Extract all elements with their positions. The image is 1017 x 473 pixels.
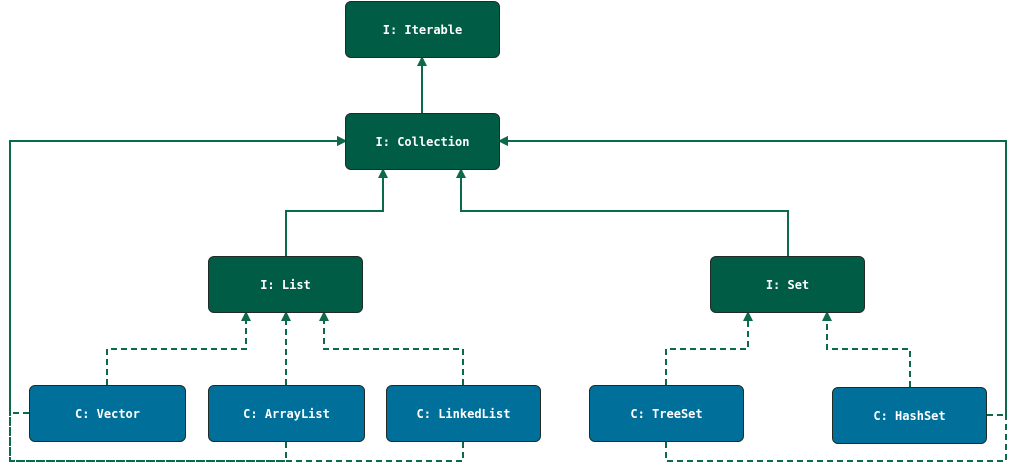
vector-class-node[interactable]: C: Vector (29, 385, 186, 442)
arraylist-class-node[interactable]: C: ArrayList (208, 385, 365, 442)
hashset-class-node[interactable]: C: HashSet (832, 387, 987, 444)
treeset-class-node[interactable]: C: TreeSet (589, 385, 744, 442)
edge-linkedlist-to-list (319, 311, 464, 385)
set-interface-node[interactable]: I: Set (710, 256, 865, 313)
vector-label: C: Vector (74, 406, 141, 421)
treeset-label: C: TreeSet (630, 406, 703, 421)
edge-hashset-to-collection (498, 136, 1007, 416)
edge-list-to-collection (285, 168, 388, 256)
linkedlist-label: C: LinkedList (416, 406, 511, 421)
edge-set-to-collection (456, 168, 789, 256)
list-label: I: List (260, 277, 311, 292)
arraylist-label: C: ArrayList (243, 406, 330, 421)
iterable-interface-node[interactable]: I: Iterable (345, 1, 500, 58)
edge-treeset-to-set (665, 311, 753, 385)
collection-interface-node[interactable]: I: Collection (345, 113, 500, 170)
edge-treeset-to-collection (498, 136, 1007, 462)
set-label: I: Set (765, 277, 810, 292)
edge-linkedlist-to-collection (9, 136, 464, 462)
edge-hashset-to-set (822, 311, 911, 387)
linkedlist-class-node[interactable]: C: LinkedList (386, 385, 541, 442)
edge-vector-to-list (106, 311, 251, 385)
hashset-label: C: HashSet (873, 408, 946, 423)
list-interface-node[interactable]: I: List (208, 256, 363, 313)
iterable-label: I: Iterable (382, 22, 463, 37)
collection-label: I: Collection (375, 134, 470, 149)
